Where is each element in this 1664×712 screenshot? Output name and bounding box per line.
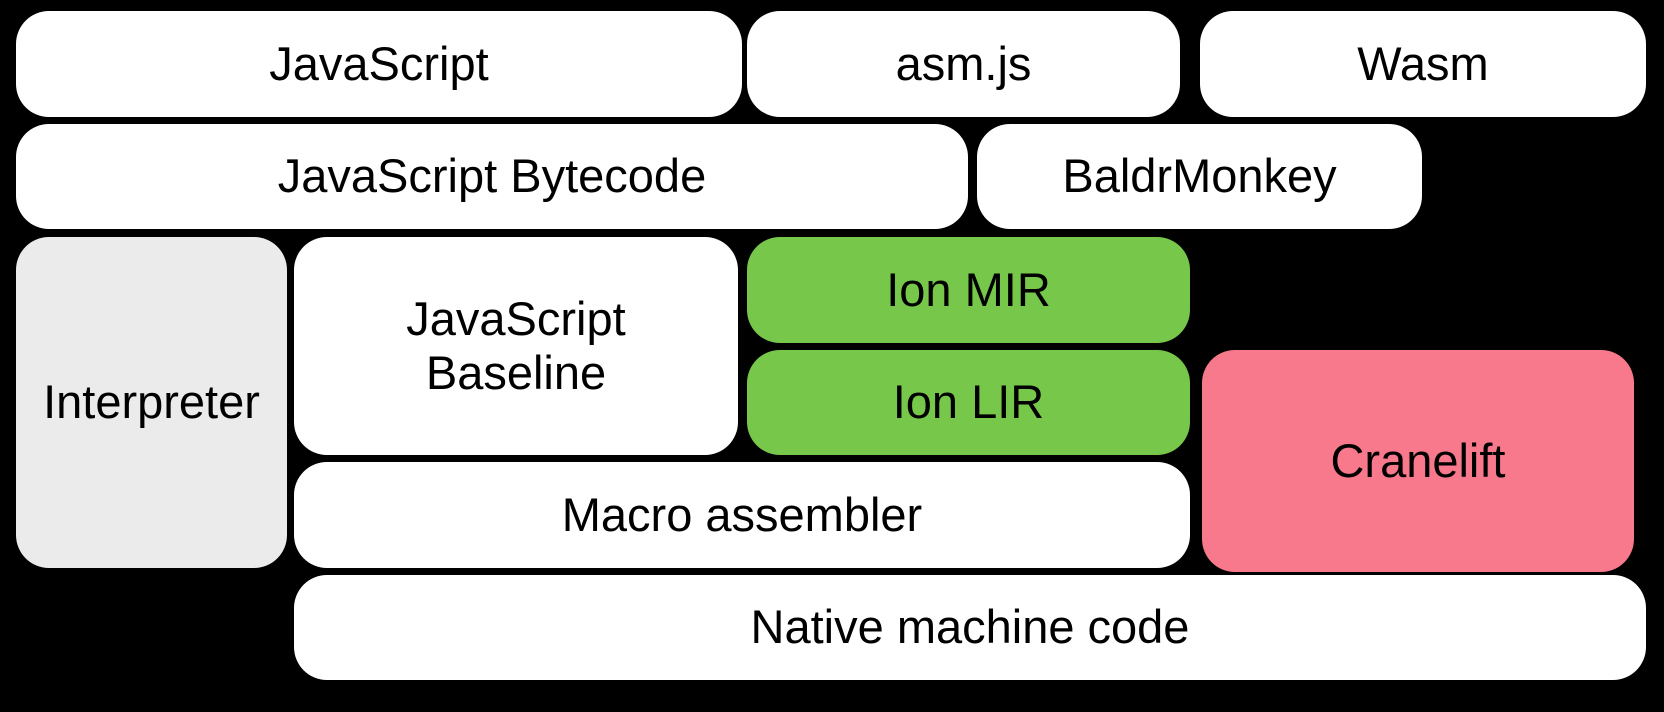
box-native-machine-code: Native machine code [294,575,1646,680]
box-asmjs-label: asm.js [895,36,1032,90]
box-interpreter-label: Interpreter [43,375,260,429]
box-macro-assembler-label: Macro assembler [561,487,923,541]
box-wasm: Wasm [1200,11,1646,117]
box-ion-lir: Ion LIR [747,350,1190,455]
box-javascript-bytecode: JavaScript Bytecode [16,124,968,229]
box-interpreter: Interpreter [16,237,287,568]
box-ion-mir-label: Ion MIR [886,262,1051,316]
box-ion-mir: Ion MIR [747,237,1190,343]
box-ion-lir-label: Ion LIR [892,375,1045,429]
box-javascript-bytecode-label: JavaScript Bytecode [277,149,707,203]
box-asmjs: asm.js [747,11,1180,117]
box-macro-assembler: Macro assembler [294,462,1190,568]
box-baldrmonkey: BaldrMonkey [977,124,1422,229]
box-native-machine-code-label: Native machine code [750,600,1190,654]
box-cranelift-label: Cranelift [1330,433,1506,487]
box-javascript-label: JavaScript [269,36,489,90]
box-javascript: JavaScript [16,11,742,117]
box-wasm-label: Wasm [1357,36,1489,90]
box-javascript-baseline: JavaScript Baseline [294,237,738,455]
box-javascript-baseline-line2: Baseline [425,346,607,399]
box-javascript-baseline-line1: JavaScript [406,291,626,345]
box-cranelift: Cranelift [1202,350,1634,572]
box-baldrmonkey-label: BaldrMonkey [1062,149,1337,203]
